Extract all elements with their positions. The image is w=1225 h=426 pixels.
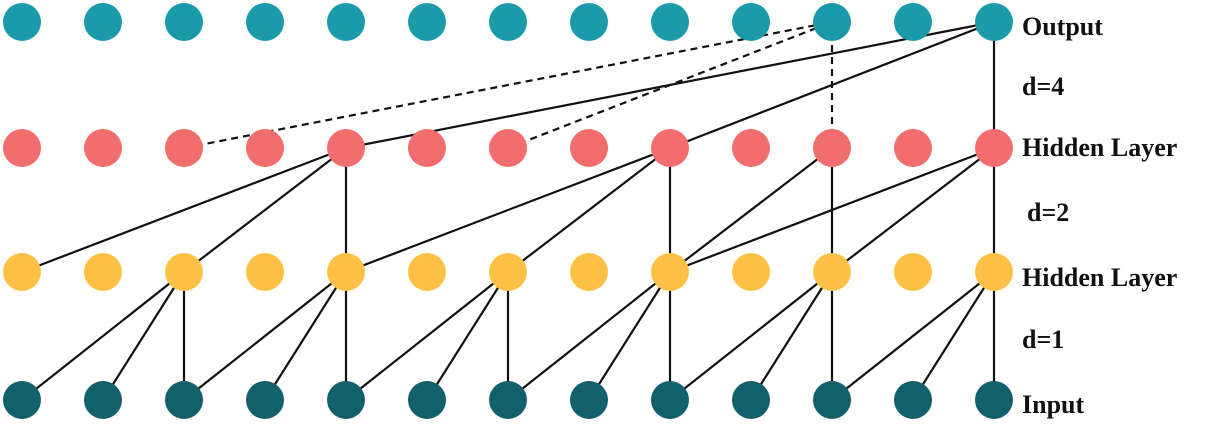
node-hidden1-3 (246, 253, 284, 291)
node-input-9 (732, 381, 770, 419)
edge-hidden1-6-to-hidden2-8 (507, 147, 671, 273)
node-input-12 (975, 381, 1013, 419)
edges-group (21, 20, 996, 401)
node-input-11 (894, 381, 932, 419)
node-input-5 (408, 381, 446, 419)
node-hidden2-8 (651, 129, 689, 167)
node-output-10 (813, 3, 851, 41)
node-input-2 (165, 381, 203, 419)
node-output-4 (327, 3, 365, 41)
node-output-11 (894, 3, 932, 41)
node-hidden2-11 (894, 129, 932, 167)
edge-hidden1-8-to-hidden2-10 (669, 147, 833, 273)
node-output-5 (408, 3, 446, 41)
node-hidden2-9 (732, 129, 770, 167)
node-hidden2-12 (975, 129, 1013, 167)
node-hidden2-10 (813, 129, 851, 167)
edge-input-8-to-hidden1-10 (669, 271, 833, 401)
layer-label-output: Output (1022, 12, 1103, 41)
edge-input-9-to-hidden1-10 (750, 271, 833, 401)
node-hidden2-0 (3, 129, 41, 167)
nodes-group (3, 3, 1013, 419)
edge-input-1-to-hidden1-2 (102, 271, 185, 401)
layer-label-input: Input (1022, 390, 1084, 419)
node-output-6 (489, 3, 527, 41)
node-output-3 (246, 3, 284, 41)
node-input-0 (3, 381, 41, 419)
edge-input-5-to-hidden1-6 (426, 271, 509, 401)
dilation-label-2: d=2 (1027, 198, 1069, 227)
edge-hidden1-2-to-hidden2-4 (183, 147, 347, 273)
node-hidden2-2 (165, 129, 203, 167)
node-input-10 (813, 381, 851, 419)
edge-input-10-to-hidden1-12 (831, 271, 995, 401)
node-input-7 (570, 381, 608, 419)
node-output-2 (165, 3, 203, 41)
node-hidden1-10 (813, 253, 851, 291)
edge-input-2-to-hidden1-4 (183, 271, 347, 401)
node-output-0 (3, 3, 41, 41)
node-input-4 (327, 381, 365, 419)
node-hidden1-1 (84, 253, 122, 291)
node-hidden2-6 (489, 129, 527, 167)
node-hidden1-7 (570, 253, 608, 291)
node-hidden1-8 (651, 253, 689, 291)
node-hidden1-9 (732, 253, 770, 291)
edge-hidden1-10-to-hidden2-12 (831, 147, 995, 273)
node-output-8 (651, 3, 689, 41)
edge-input-7-to-hidden1-8 (588, 271, 671, 401)
edge-hidden2-2-to-output-10 (183, 20, 833, 150)
edge-input-3-to-hidden1-4 (264, 271, 347, 401)
edge-input-0-to-hidden1-2 (21, 271, 185, 401)
node-hidden1-2 (165, 253, 203, 291)
node-output-7 (570, 3, 608, 41)
node-hidden1-6 (489, 253, 527, 291)
layer-label-hidden-1: Hidden Layer (1022, 263, 1177, 292)
node-output-1 (84, 3, 122, 41)
edge-input-6-to-hidden1-8 (507, 271, 671, 401)
node-hidden2-7 (570, 129, 608, 167)
edge-hidden2-6-to-output-10 (507, 20, 833, 150)
node-hidden1-11 (894, 253, 932, 291)
node-hidden2-5 (408, 129, 446, 167)
edge-input-4-to-hidden1-6 (345, 271, 509, 401)
edge-hidden1-8-to-hidden2-12 (669, 146, 995, 274)
node-output-9 (732, 3, 770, 41)
node-hidden2-4 (327, 129, 365, 167)
node-input-3 (246, 381, 284, 419)
node-input-8 (651, 381, 689, 419)
layer-label-hidden-2: Hidden Layer (1022, 133, 1177, 162)
node-output-12 (975, 3, 1013, 41)
node-hidden1-4 (327, 253, 365, 291)
node-hidden2-3 (246, 129, 284, 167)
edge-hidden1-0-to-hidden2-4 (21, 146, 347, 274)
node-hidden1-5 (408, 253, 446, 291)
dilation-label-1: d=1 (1022, 325, 1064, 354)
node-input-6 (489, 381, 527, 419)
edge-input-11-to-hidden1-12 (912, 271, 995, 401)
node-input-1 (84, 381, 122, 419)
node-hidden2-1 (84, 129, 122, 167)
node-hidden1-0 (3, 253, 41, 291)
dilation-label-4: d=4 (1022, 72, 1064, 101)
edge-hidden1-4-to-hidden2-8 (345, 146, 671, 274)
node-hidden1-12 (975, 253, 1013, 291)
